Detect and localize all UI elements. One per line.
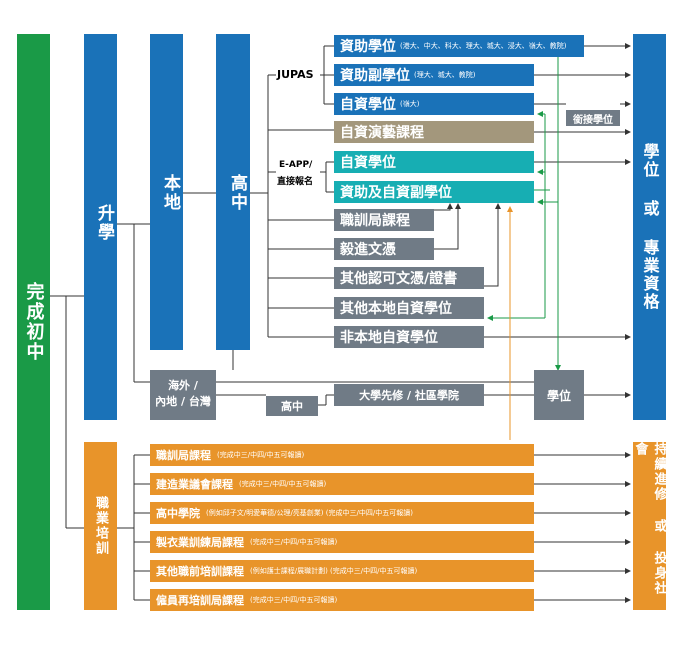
local-label: 本地 <box>160 174 180 212</box>
course-pre-employment: 其他職前培訓課程 (例如護士課程/展職計劃) (完成中三/中四/中五可報讀) <box>150 560 534 582</box>
programme-performing-arts: 自資演藝課程 <box>334 121 534 143</box>
programme-note: (嶺大) <box>400 100 420 108</box>
programme-label: 自資學位 <box>340 155 396 171</box>
further-study-box: 升學 <box>84 34 117 420</box>
further-study-label: 升學 <box>94 204 114 242</box>
overseas-line1: 海外 / <box>168 379 198 392</box>
pre-university-box: 大學先修 / 社區學院 <box>334 384 484 406</box>
overseas-degree-box: 學位 <box>534 370 584 420</box>
course-label: 建造業議會課程 <box>156 478 233 491</box>
course-label: 其他職前培訓課程 <box>156 565 244 578</box>
senior-secondary-box: 高中 <box>216 34 250 350</box>
senior-secondary-label: 高中 <box>227 174 247 212</box>
local-box: 本地 <box>150 34 183 350</box>
course-erb: 僱員再培訓局課程 (完成中三/中四/中五可報讀) <box>150 589 534 611</box>
programme-non-local-degree: 非本地自資學位 <box>334 326 484 348</box>
programme-note: (理大、城大、教院) <box>414 71 476 79</box>
course-note: (例如護士課程/展職計劃) (完成中三/中四/中五可報讀) <box>250 567 418 575</box>
articulation-label: 銜接學位 <box>573 114 613 126</box>
course-label: 高中學院 <box>156 507 200 520</box>
programme-other-diploma: 其他認可文憑/證書 <box>334 267 484 289</box>
programme-label: 非本地自資學位 <box>340 330 438 346</box>
overseas-degree-label: 學位 <box>546 388 571 403</box>
programme-self-financed-degree: 自資學位 <box>334 151 534 173</box>
programme-label: 自資演藝課程 <box>340 125 424 141</box>
course-note: (完成中三/中四/中五可報讀) <box>217 451 305 459</box>
course-label: 職訓局課程 <box>156 449 211 462</box>
programme-label: 資助及自資副學位 <box>340 185 452 201</box>
programme-funded-subdegree: 資助副學位 (理大、城大、教院) <box>334 64 534 86</box>
course-note: (例如邱子文/明愛華德/公理/亮基創業) (完成中三/中四/中五可報讀) <box>206 509 413 517</box>
course-vtc: 職訓局課程 (完成中三/中四/中五可報讀) <box>150 444 534 466</box>
vocational-training-box: 職業培訓 <box>84 442 117 610</box>
course-senior-college: 高中學院 (例如邱子文/明愛華德/公理/亮基創業) (完成中三/中四/中五可報讀) <box>150 502 534 524</box>
articulation-degree-tag: 銜接學位 <box>566 110 620 126</box>
programme-funded-degree: 資助學位 (港大、中大、科大、理大、城大、浸大、嶺大、教院) <box>334 35 584 57</box>
programme-other-local-degree: 其他本地自資學位 <box>334 297 484 319</box>
programme-label: 毅進文憑 <box>340 242 396 258</box>
direct-application-label: 直接報名 <box>277 177 314 187</box>
programme-label: 資助副學位 <box>340 68 410 84</box>
programme-label: 自資學位 <box>340 97 396 113</box>
course-cic: 建造業議會課程 (完成中三/中四/中五可報讀) <box>150 473 534 495</box>
programme-vtc: 職訓局課程 <box>334 209 434 231</box>
programme-subdegree: 資助及自資副學位 <box>334 181 534 203</box>
course-clothing-training: 製衣業訓練局課程 (完成中三/中四/中五可報讀) <box>150 531 534 553</box>
complete-form3-label: 完成初中 <box>23 282 45 362</box>
course-label: 僱員再培訓局課程 <box>156 594 244 607</box>
complete-form3-box: 完成初中 <box>17 34 50 610</box>
programme-self-financed-degree-lingnan: 自資學位 (嶺大) <box>334 93 534 115</box>
programme-label: 其他本地自資學位 <box>340 301 452 317</box>
overseas-senior-secondary-label: 高中 <box>281 400 303 413</box>
course-label: 製衣業訓練局課程 <box>156 536 244 549</box>
continue-or-work-box: 持續進修 或 投身社會 <box>632 442 667 610</box>
pre-university-label: 大學先修 / 社區學院 <box>359 389 459 402</box>
overseas-box: 海外 / 內地 / 台灣 <box>150 370 216 420</box>
overseas-line2: 內地 / 台灣 <box>155 395 211 408</box>
degree-or-professional-box: 學位 或 專業資格 <box>633 34 666 420</box>
jupas-label: JUPAS <box>277 68 314 81</box>
programme-yijin: 毅進文憑 <box>334 238 434 260</box>
course-note: (完成中三/中四/中五可報讀) <box>239 480 327 488</box>
course-note: (完成中三/中四/中五可報讀) <box>250 596 338 604</box>
eapp-label: E-APP/ <box>279 160 313 170</box>
continue-or-work-label: 持續進修 或 投身社會 <box>632 442 667 596</box>
degree-or-professional-label: 學位 或 專業資格 <box>640 143 660 311</box>
programme-label: 其他認可文憑/證書 <box>340 271 458 287</box>
course-note: (完成中三/中四/中五可報讀) <box>250 538 338 546</box>
vocational-training-label: 職業培訓 <box>93 496 108 556</box>
programme-label: 資助學位 <box>340 39 396 55</box>
programme-label: 職訓局課程 <box>340 213 410 229</box>
programme-note: (港大、中大、科大、理大、城大、浸大、嶺大、教院) <box>400 42 567 50</box>
overseas-senior-secondary: 高中 <box>266 396 318 416</box>
